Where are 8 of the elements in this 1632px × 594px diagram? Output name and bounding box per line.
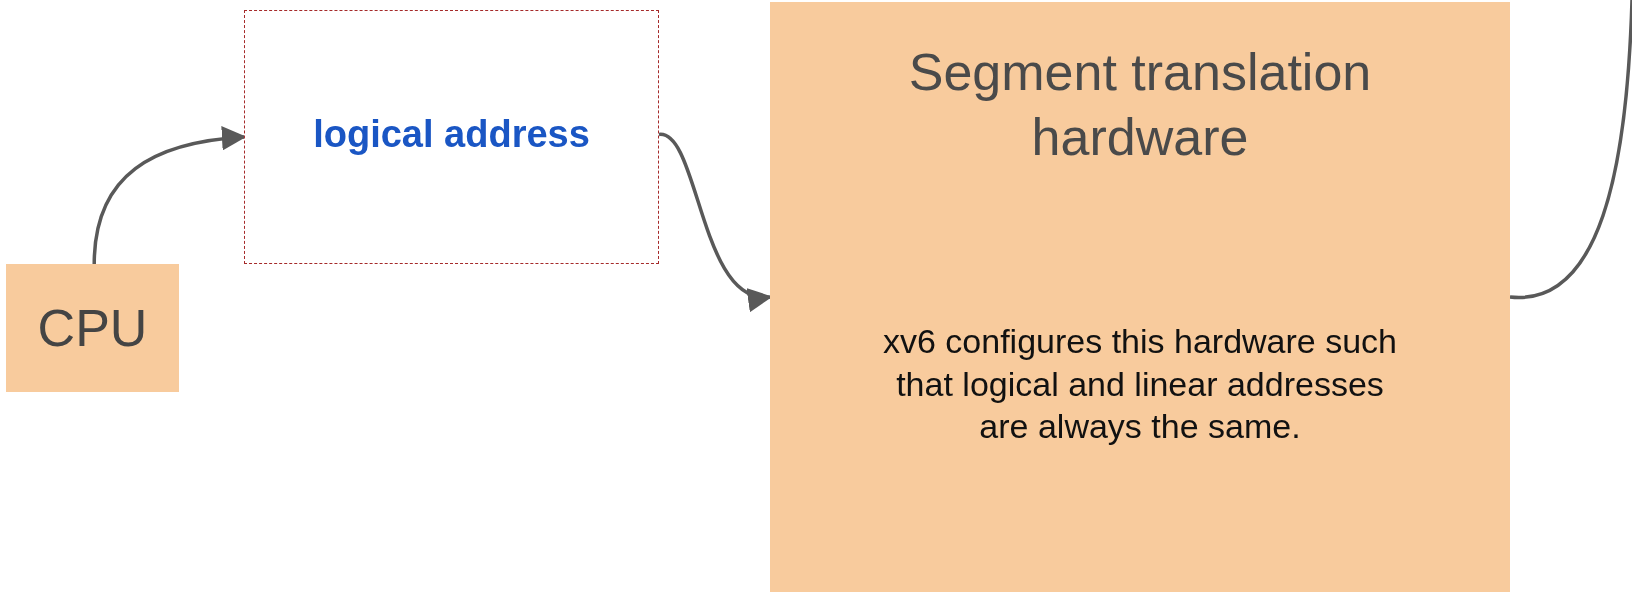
hardware-box xyxy=(770,2,1510,592)
box-heading: Segment translation hardware xyxy=(907,42,1373,168)
cpu-box xyxy=(6,264,179,392)
box-label: CPU xyxy=(37,297,148,359)
box-label: logical address xyxy=(313,112,590,157)
box-description: xv6 configures this hardware such that logical and linear addresses are always the same. xyxy=(881,321,1398,447)
connector-line xyxy=(1509,0,1632,299)
dashed-box xyxy=(244,10,659,264)
